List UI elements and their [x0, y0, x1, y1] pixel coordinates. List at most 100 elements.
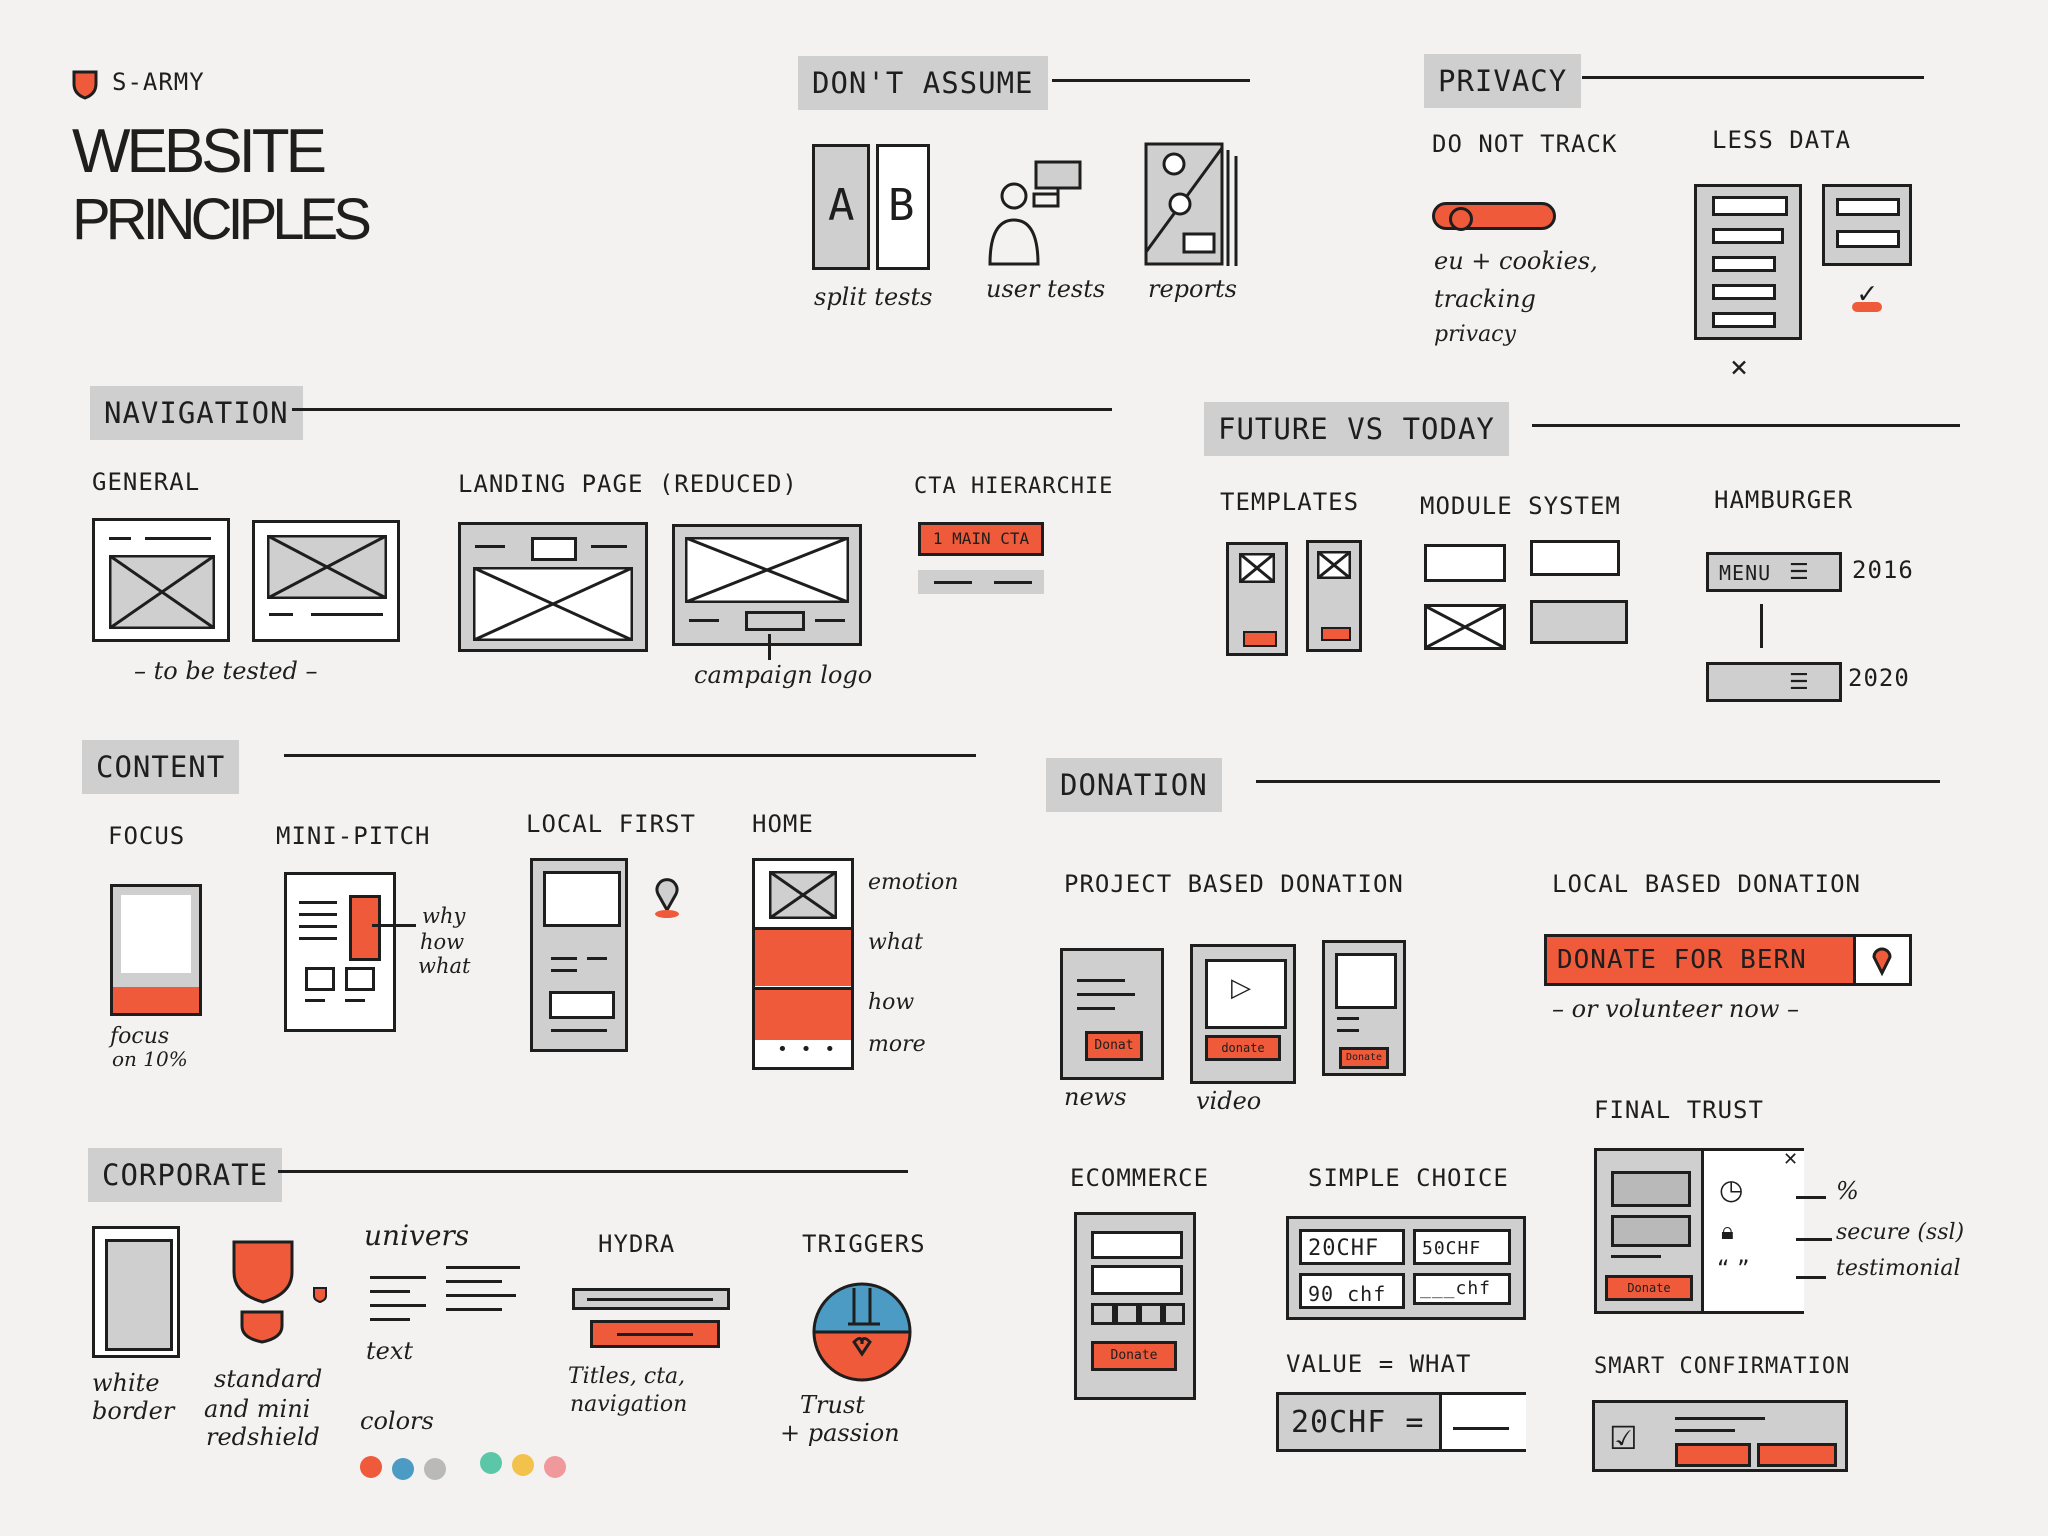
general-wireframe-1: [92, 518, 230, 642]
hydra-cta: [590, 1320, 720, 1348]
ecommerce-donate-button[interactable]: Donate: [1091, 1341, 1177, 1371]
to-be-tested-note: – to be tested –: [134, 657, 318, 685]
home-note-what: what: [868, 930, 923, 955]
split-a-label: A: [828, 180, 856, 231]
split-tests-caption: split tests: [814, 283, 933, 311]
general-wireframe-2: [252, 520, 400, 642]
third-donate-button[interactable]: Donate: [1339, 1047, 1389, 1069]
hydra-note-1: Titles, cta,: [568, 1364, 686, 1389]
check-dot: [1852, 302, 1882, 312]
video-donate-button[interactable]: donate: [1205, 1035, 1281, 1061]
location-pin-icon: [655, 878, 679, 918]
trigger-icon: [812, 1282, 912, 1382]
template-1: [1226, 542, 1288, 656]
content-rule: [284, 754, 976, 757]
donate-for-bern-banner[interactable]: DONATE FOR BERN: [1544, 934, 1912, 986]
form-field: [1836, 198, 1900, 216]
volunteer-note: – or volunteer now –: [1552, 995, 1800, 1023]
module-system-label: MODULE SYSTEM: [1420, 492, 1621, 520]
close-icon[interactable]: ✕: [1783, 1149, 1799, 1170]
color-swatch: [512, 1454, 534, 1476]
text-sample-line: [370, 1318, 410, 1321]
text-sample-line: [370, 1276, 426, 1279]
play-icon: ▷: [1231, 973, 1251, 1003]
video-caption: video: [1196, 1087, 1262, 1115]
short-form: [1822, 184, 1912, 266]
tracking-toggle[interactable]: [1432, 202, 1556, 231]
triggers-note-1: Trust: [800, 1391, 865, 1419]
focus-note-2: on 10%: [112, 1047, 188, 1071]
hamburger-icon: ☰: [1789, 560, 1809, 585]
white-border-sample: [92, 1226, 180, 1358]
trust-pointer-3: [1796, 1276, 1826, 1279]
text-label: text: [366, 1337, 414, 1365]
choice-50chf[interactable]: 50CHF: [1413, 1229, 1511, 1265]
value-amount: 20CHF =: [1291, 1405, 1425, 1440]
form-field: [1712, 228, 1784, 244]
module-4: [1530, 600, 1628, 644]
value-field[interactable]: 20CHF =: [1276, 1392, 1526, 1452]
lock-icon: 🔒︎: [1721, 1217, 1734, 1245]
video-donation-card: ▷ donate: [1190, 944, 1296, 1084]
module-2: [1530, 540, 1620, 576]
form-field: [1712, 196, 1788, 216]
content-header: CONTENT: [82, 740, 240, 794]
news-donate-button[interactable]: Donat: [1085, 1031, 1143, 1061]
pitch-note-what: what: [418, 954, 471, 978]
dont-assume-header: DON'T ASSUME: [798, 56, 1048, 110]
menu-text: MENU: [1719, 561, 1772, 585]
dont-assume-rule: [1052, 79, 1250, 82]
main-cta-button[interactable]: 1 MAIN CTA: [918, 522, 1044, 556]
campaign-logo-note: campaign logo: [694, 661, 873, 689]
privacy-rule: [1582, 76, 1924, 79]
user-test-icon: [988, 160, 1082, 266]
text-sample-line: [370, 1290, 410, 1293]
brand: S-ARMY WEBSITE PRINCIPLES: [72, 66, 372, 266]
smart-confirmation-label: SMART CONFIRMATION: [1594, 1354, 1851, 1379]
text-sample-line: [446, 1266, 520, 1269]
corporate-rule: [278, 1170, 908, 1173]
white-border-note-1: white: [92, 1369, 160, 1397]
landing-page-label: LANDING PAGE (REDUCED): [458, 470, 798, 498]
local-first-label: LOCAL FIRST: [526, 810, 696, 838]
choice-custom[interactable]: ___chf: [1413, 1273, 1511, 1305]
landing-wireframe-2: [672, 524, 862, 646]
year-2016: 2016: [1852, 556, 1914, 584]
trust-note-secure: secure (ssl): [1836, 1220, 1965, 1245]
menu-2020[interactable]: ☰: [1706, 662, 1842, 702]
arrow-down: [1760, 604, 1763, 648]
home-note-more: more: [868, 1032, 926, 1057]
smart-confirmation-box: ☑: [1592, 1400, 1848, 1472]
donation-header: DONATION: [1046, 758, 1222, 812]
check-circle-icon: ☑: [1609, 1419, 1638, 1457]
more-dots: • • •: [777, 1039, 837, 1060]
clock-icon: ◷: [1719, 1173, 1744, 1206]
choice-90chf[interactable]: 90 chf: [1299, 1273, 1405, 1309]
campaign-logo-pointer: [768, 634, 771, 660]
hamburger-label: HAMBURGER: [1714, 486, 1854, 514]
local-based-label: LOCAL BASED DONATION: [1552, 870, 1861, 898]
triggers-note-2: + passion: [780, 1419, 900, 1447]
hydra-note-2: navigation: [570, 1392, 688, 1417]
module-3: [1424, 604, 1506, 650]
text-sample-line: [446, 1308, 502, 1311]
hamburger-icon: ☰: [1789, 670, 1809, 695]
landing-wireframe-1: [458, 522, 648, 652]
trust-donate-button[interactable]: Donate: [1605, 1275, 1693, 1301]
reports-caption: reports: [1148, 275, 1237, 303]
less-data-label: LESS DATA: [1712, 126, 1852, 154]
form-field: [1836, 230, 1900, 248]
choice-20chf[interactable]: 20CHF: [1299, 1229, 1405, 1265]
standard-note-2: and mini: [204, 1395, 311, 1423]
home-note-emotion: emotion: [868, 870, 959, 895]
white-border-note-2: border: [92, 1397, 175, 1425]
split-a-card: [812, 144, 870, 270]
menu-2016[interactable]: MENU ☰: [1706, 552, 1842, 592]
privacy-header: PRIVACY: [1424, 54, 1582, 108]
donate-for-bern-text: DONATE FOR BERN: [1557, 945, 1807, 975]
final-trust-wireframe: ✕ Donate ◷ 🔒︎ “ ”: [1594, 1148, 1804, 1314]
cross-mark: ×: [1730, 350, 1750, 385]
univers-label: univers: [364, 1219, 470, 1252]
trust-note-percent: %: [1836, 1177, 1859, 1205]
color-swatch: [360, 1456, 382, 1478]
